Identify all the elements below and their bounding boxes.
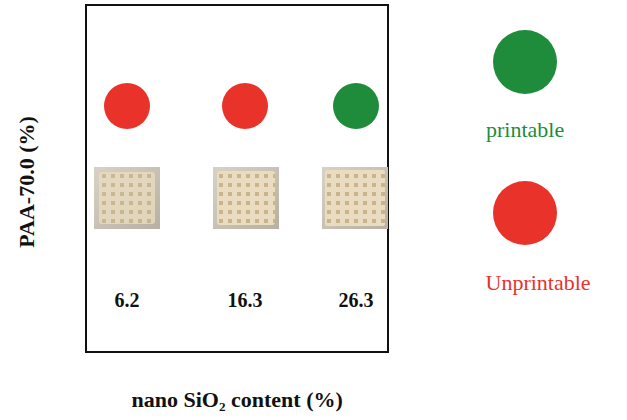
plot-frame [86, 5, 388, 352]
status-dot [333, 83, 379, 129]
status-dot [222, 83, 268, 129]
legend-swatch [493, 181, 557, 245]
tick-label: 16.3 [228, 289, 263, 312]
tick-label: 6.2 [115, 289, 140, 312]
tick-label: 26.3 [339, 289, 374, 312]
sample-photo [213, 167, 279, 229]
legend-label: printable [486, 117, 564, 143]
legend-swatch [493, 30, 557, 94]
axis-title: nano SiO₂ content (%) [132, 387, 343, 413]
status-dot [104, 83, 150, 129]
sample-photo [94, 167, 160, 229]
legend-label: Unprintable [486, 270, 591, 296]
sample-photo [322, 167, 388, 229]
axis-title: PAA-70.0 (%) [14, 116, 40, 248]
